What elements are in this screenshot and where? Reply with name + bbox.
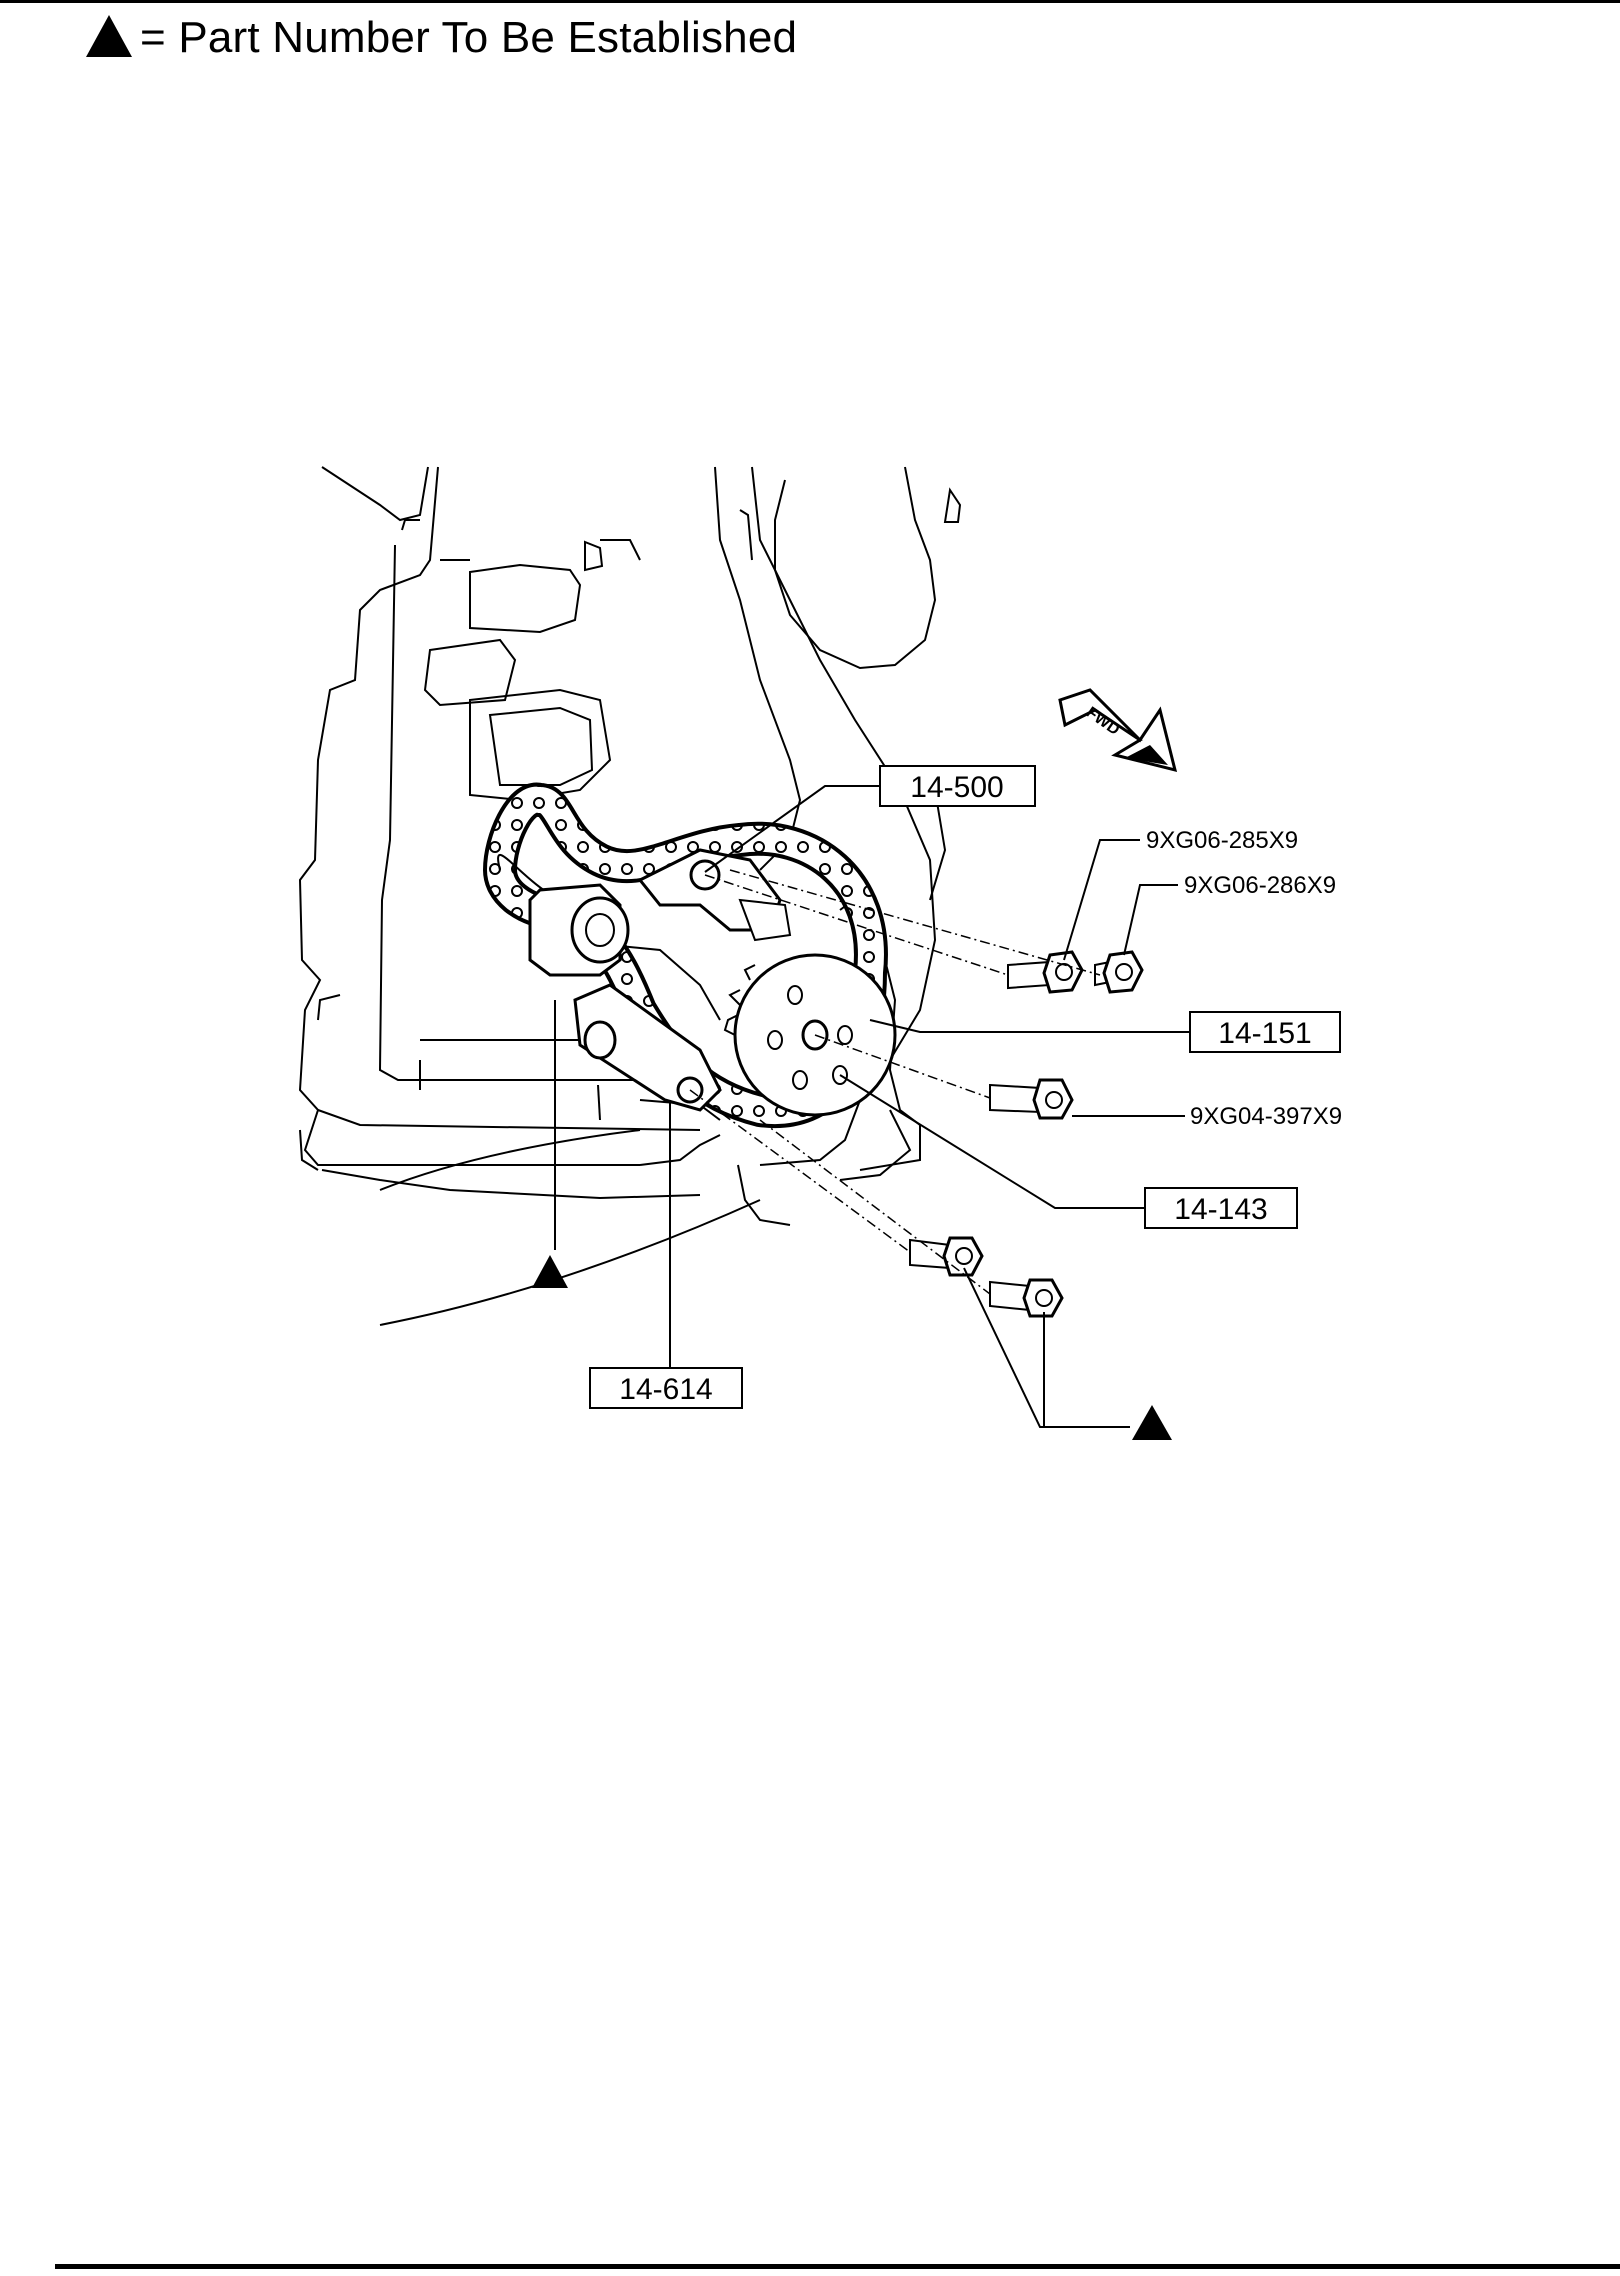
bolt-9xg06-285x9 [1007,950,1084,994]
bolt-tbe-upper [909,1236,984,1277]
bolt-9xg04-397x9 [989,1078,1074,1120]
bolt-9xg06-286x9 [1094,950,1144,994]
chain-tensioner [637,848,792,942]
tbe-marker-1 [532,1255,568,1288]
callout-14-151: 14-151 [1189,1011,1341,1053]
bottom-rule [55,2264,1620,2269]
legend-text: = Part Number To Be Established [140,13,798,62]
bolt-tbe-lower [989,1278,1064,1318]
svg-text:14-143: 14-143 [1174,1193,1267,1226]
top-rule [0,0,1620,3]
callout-14-143: 14-143 [1144,1187,1298,1229]
callout-14-614: 14-614 [589,1367,743,1409]
svg-text:14-614: 14-614 [619,1373,712,1406]
triangle-icon [86,15,132,57]
leader-lines [554,785,1190,1428]
chain-guide-arm [573,983,722,1112]
svg-text:14-500: 14-500 [910,771,1003,804]
part-label-9xg06-286x9: 9XG06-286X9 [1184,872,1336,899]
legend: = Part Number To Be Established [86,8,797,68]
installation-lines [689,869,1101,1295]
tbe-marker-2 [1132,1405,1172,1440]
part-label-9xg06-285x9: 9XG06-285X9 [1146,827,1298,854]
part-label-9xg04-397x9: 9XG04-397X9 [1190,1103,1342,1130]
fwd-arrow-icon: FWD [1058,688,1178,773]
svg-text:14-151: 14-151 [1218,1017,1311,1050]
callout-14-500: 14-500 [879,765,1036,807]
crankshaft-sprocket [528,883,630,977]
